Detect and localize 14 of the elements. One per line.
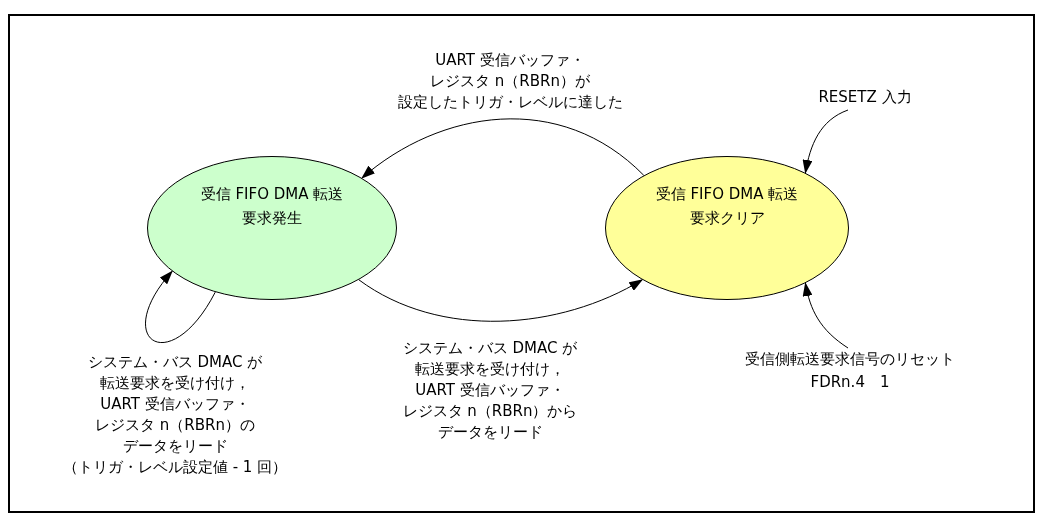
edge-label: システム・バス DMAC が転送要求を受け付け，UART 受信バッファ・レジスタ n（RBRn）からデータをリード (401, 338, 579, 443)
arrow (145, 270, 216, 344)
state-ellipse (147, 156, 397, 300)
state-label: 受信 FIFO DMA 転送要求発生 (199, 184, 345, 229)
arrow (358, 279, 644, 322)
state-ellipse (605, 156, 849, 300)
state-label: 受信 FIFO DMA 転送要求クリア (654, 184, 800, 229)
edge-label: システム・バス DMAC が転送要求を受け付け，UART 受信バッファ・レジスタ n（RBRn）のデータをリード（トリガ・レベル設定値 - 1 回） (61, 352, 289, 478)
edge-label: UART 受信バッファ・レジスタ n（RBRn）が設定したトリガ・レベルに達した (396, 50, 624, 113)
arrow (802, 282, 849, 349)
signal-label: RESETZ 入力 (817, 87, 913, 108)
arrow (802, 109, 849, 174)
arrow (361, 118, 645, 179)
signal-label: 受信側転送要求信号のリセットFDRn.4 1 (744, 349, 956, 393)
